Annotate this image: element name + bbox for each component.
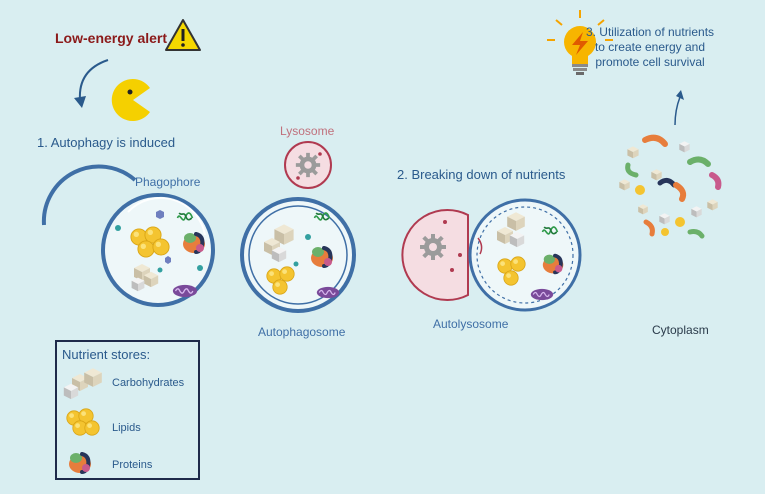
- gear-icon: [295, 152, 321, 178]
- cytoplasm-label: Cytoplasm: [652, 323, 709, 337]
- warning-icon: [165, 19, 201, 51]
- step1-label: 1. Autophagy is induced: [37, 135, 176, 150]
- lysosome-label: Lysosome: [280, 124, 335, 138]
- lightbulb-icon: [547, 10, 613, 75]
- phagophore-label: Phagophore: [135, 175, 201, 189]
- autophagosome-label: Autophagosome: [258, 325, 346, 339]
- legend-item-lipids: Lipids: [112, 422, 141, 434]
- autolysosome-label: Autolysosome: [433, 317, 509, 331]
- legend-item-carbohydrates: Carbohydrates: [112, 377, 185, 389]
- step2-label: 2. Breaking down of nutrients: [397, 167, 566, 182]
- nutrient-legend: [55, 340, 200, 480]
- legend-title: Nutrient stores:: [62, 347, 151, 362]
- pacman-icon: [111, 78, 150, 121]
- legend-item-proteins: Proteins: [112, 459, 153, 471]
- low-energy-alert-label: Low-energy alert: [55, 30, 168, 46]
- step3-label: 3. Utilization of nutrients to create en…: [585, 25, 715, 69]
